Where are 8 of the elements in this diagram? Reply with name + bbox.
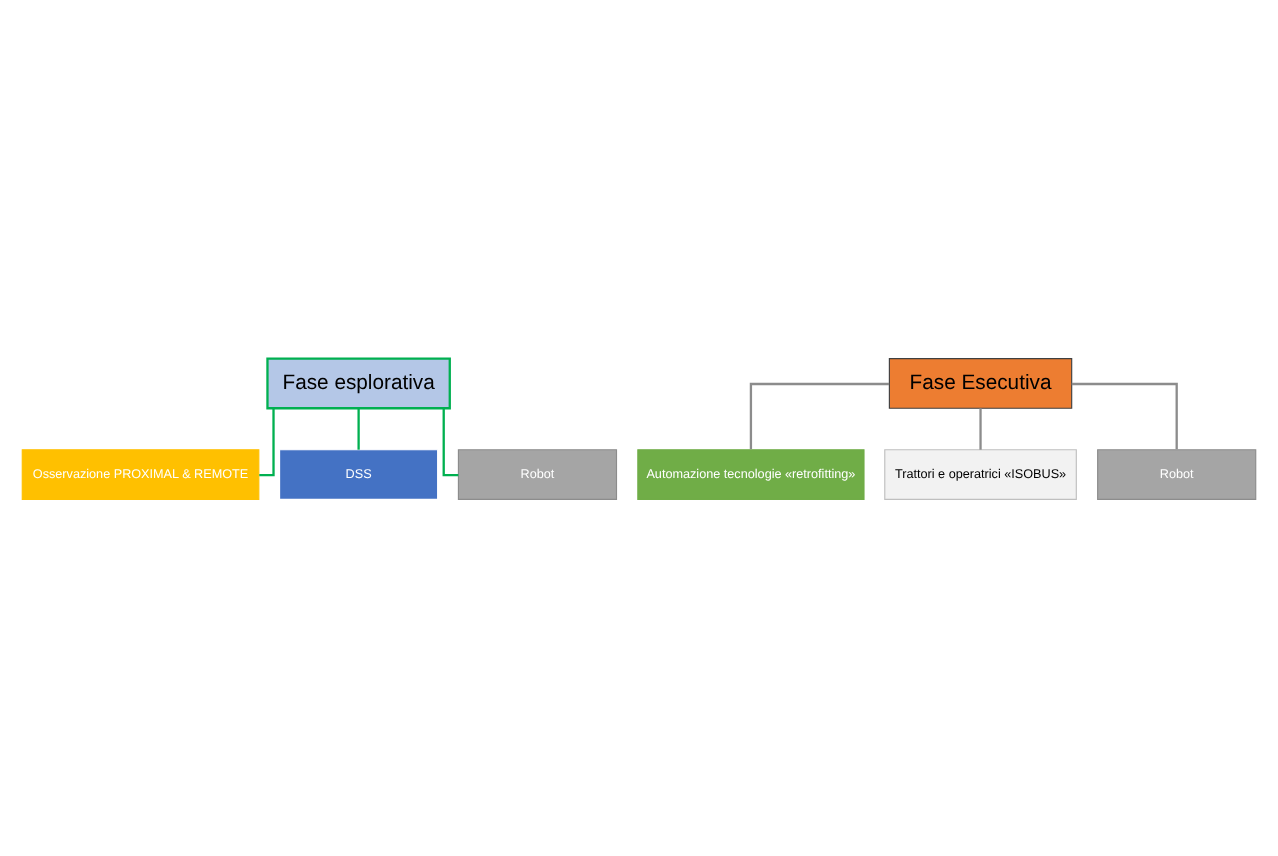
connector [979,407,982,449]
connector [442,407,459,476]
connector [259,407,275,476]
connector [357,407,360,449]
connector [749,381,890,449]
connector [1071,381,1178,449]
node-box: Fase esplorativa [266,356,451,409]
node-box: Fase Esecutiva [888,357,1073,408]
